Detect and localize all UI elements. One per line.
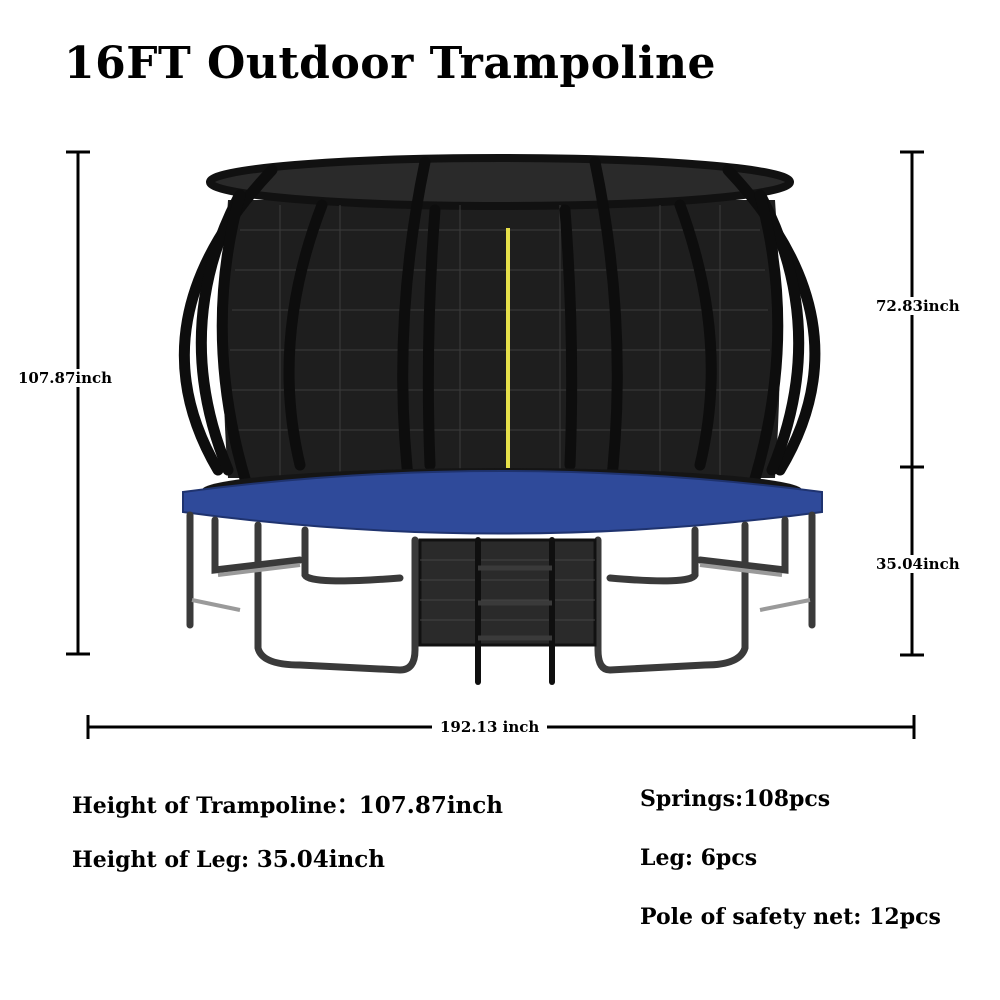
width-label: 192.13 inch	[432, 718, 548, 736]
leg-height-label: 35.04inch	[876, 555, 960, 573]
spec-label: Height of Leg:	[72, 847, 257, 873]
net-poles	[178, 156, 821, 501]
leg-braces	[191, 563, 811, 612]
right-height-dimension-lines	[900, 150, 924, 657]
enclosure-height-label: 72.83inch	[876, 297, 960, 315]
spec-value: 107.87inch	[358, 792, 504, 819]
spec-net-poles: Pole of safety net: 12pcs	[640, 904, 941, 930]
safety-net	[206, 154, 794, 478]
total-height-label: 107.87inch	[18, 369, 113, 387]
spec-value: 35.04inch	[256, 846, 385, 873]
spec-springs: Springs:108pcs	[640, 786, 831, 812]
total-height-dimension-line	[66, 150, 90, 656]
page-title: 16FT Outdoor Trampoline	[64, 38, 716, 89]
spec-legs: Leg: 6pcs	[640, 845, 758, 871]
ladder	[418, 537, 597, 685]
frame-legs	[186, 511, 816, 674]
spec-label: Height of Trampoline：	[72, 793, 359, 819]
safety-pad	[182, 470, 823, 535]
spec-trampoline-height: Height of Trampoline：107.87inch	[72, 788, 503, 820]
spec-leg-height: Height of Leg: 35.04inch	[72, 846, 385, 873]
